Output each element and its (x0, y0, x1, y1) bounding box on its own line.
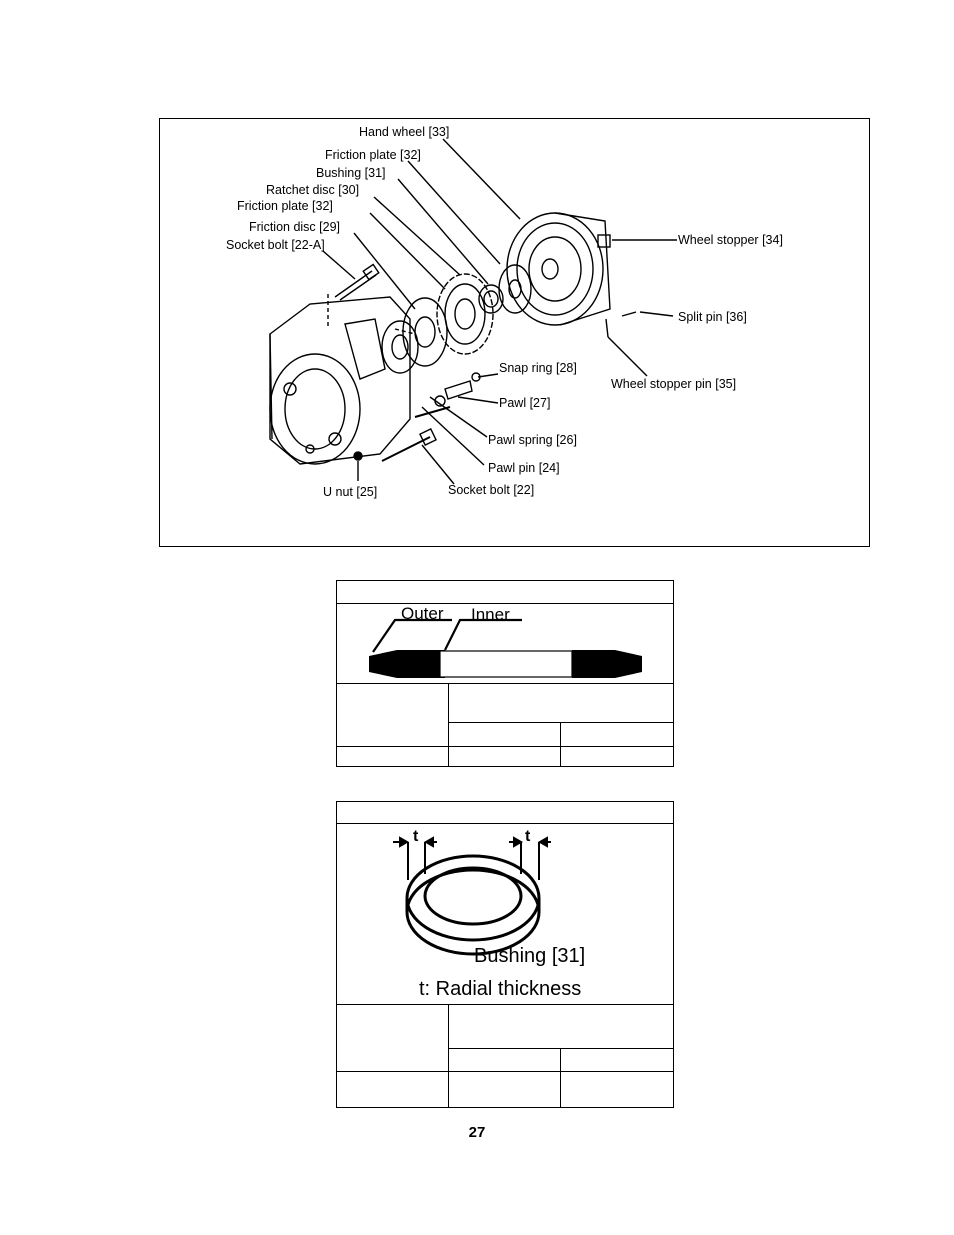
label-snap-ring: Snap ring [28] (499, 361, 577, 375)
exploded-view-drawing (269, 138, 677, 485)
t-label-left: t (413, 828, 419, 845)
table-cell (337, 747, 449, 766)
label-wheel-stopper: Wheel stopper [34] (678, 233, 783, 247)
label-bushing: Bushing [31] (316, 166, 386, 180)
table-cell (561, 747, 673, 766)
page-number: 27 (468, 1124, 486, 1141)
radial-thickness-caption: t: Radial thickness (419, 978, 582, 1000)
friction-plate-figure: Outer Inner (337, 604, 673, 684)
bushing-caption: Bushing [31] (474, 945, 586, 967)
table-row-header-cell (337, 1005, 449, 1072)
label-friction-disc: Friction disc [29] (249, 220, 341, 234)
bushing-table: t t Bushing [31] t: Radial thickness (336, 801, 674, 1108)
table-subheader-cell (449, 1049, 561, 1072)
label-u-nut: U nut [25] (323, 485, 378, 499)
label-hand-wheel: Hand wheel [33] (359, 125, 450, 139)
label-ratchet-disc: Ratchet disc [30] (266, 183, 360, 197)
label-pawl: Pawl [27] (499, 396, 551, 410)
table-title-row (337, 802, 673, 824)
table-cell (561, 1072, 673, 1107)
inner-label: Inner (471, 605, 510, 624)
table-col-header-cell (449, 684, 673, 723)
table-subheader-cell (561, 723, 673, 747)
bushing-drawing (393, 836, 551, 956)
label-pawl-spring: Pawl spring [26] (488, 433, 577, 447)
label-friction-plate-lower: Friction plate [32] (237, 199, 333, 213)
outer-label: Outer (401, 604, 444, 623)
t-label-right: t (525, 828, 531, 845)
friction-plate-drawing (369, 618, 642, 678)
label-socket-bolt-a: Socket bolt [22-A] (226, 238, 325, 252)
label-split-pin: Split pin [36] (678, 310, 747, 324)
table-cell (449, 1072, 561, 1107)
table-cell (449, 747, 561, 766)
table-title-row (337, 581, 673, 604)
table-col-header-cell (449, 1005, 673, 1049)
label-pawl-pin: Pawl pin [24] (488, 461, 560, 475)
bushing-figure: t t Bushing [31] t: Radial thickness (337, 824, 673, 1005)
friction-plate-table: Outer Inner (336, 580, 674, 767)
table-subheader-cell (449, 723, 561, 747)
label-wheel-stopper-pin: Wheel stopper pin [35] (611, 377, 737, 391)
label-socket-bolt: Socket bolt [22] (448, 483, 535, 497)
label-friction-plate-top: Friction plate [32] (325, 148, 421, 162)
exploded-view-figure: Hand wheel [33] Friction plate [32] Bush… (159, 118, 870, 547)
table-cell (337, 1072, 449, 1107)
table-row-header-cell (337, 684, 449, 747)
table-subheader-cell (561, 1049, 673, 1072)
